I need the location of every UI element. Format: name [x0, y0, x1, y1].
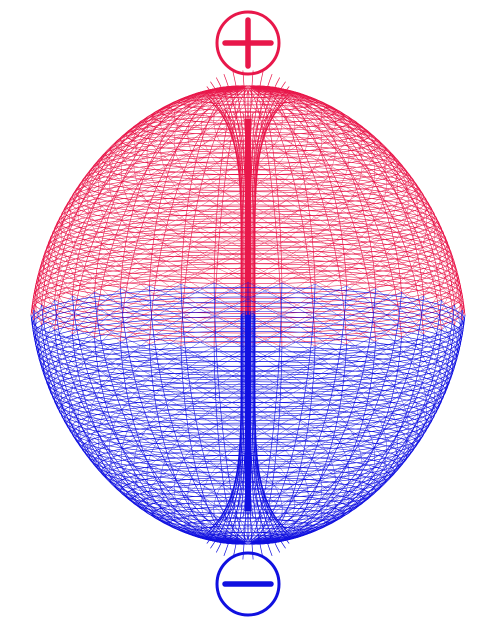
lobe-helix	[121, 285, 347, 544]
lobe-helix	[213, 87, 399, 284]
lobe-helix	[109, 283, 316, 544]
lobe-helix	[32, 87, 271, 310]
lobe-helix	[69, 87, 246, 285]
lobe-helix	[160, 295, 424, 544]
lobe-helix	[248, 291, 448, 545]
lobe-helix	[33, 87, 296, 321]
lobe-funnel	[223, 73, 245, 313]
lobe-helix	[48, 87, 248, 293]
lobe-helix	[251, 87, 419, 284]
lobe-helix	[149, 86, 375, 287]
lobe-helix	[61, 285, 247, 545]
lobe-helix	[225, 309, 464, 545]
lobe-helix	[32, 309, 271, 545]
lobe-funnel	[210, 81, 243, 314]
lobe-helix	[97, 87, 283, 284]
lobe-helix	[180, 86, 387, 285]
lobe-meridian	[94, 291, 246, 543]
lobe-helix	[200, 86, 463, 310]
lobe-helix	[41, 324, 309, 544]
lobe-helix	[94, 337, 350, 544]
lobe-meridian	[94, 87, 246, 339]
lobe-helix	[235, 304, 462, 545]
lobe-helix	[248, 87, 448, 293]
lobe-helix	[249, 288, 442, 545]
lobe-helix	[160, 86, 424, 297]
lobe-helix	[247, 87, 454, 297]
lobe-funnel	[223, 312, 245, 522]
lobe-meridian	[250, 291, 402, 543]
lobe-funnel	[215, 312, 244, 525]
lobe-helix	[54, 87, 247, 289]
lobe-helix	[180, 283, 387, 544]
lobe-helix	[42, 87, 249, 297]
lobe-funnel	[206, 86, 242, 315]
lobe-helix	[149, 285, 375, 544]
lobe-helix	[249, 87, 442, 289]
lobe-helix	[249, 285, 435, 545]
lobe-helix	[200, 309, 463, 543]
lobe-helix	[187, 304, 455, 543]
lobe-helix	[146, 86, 402, 293]
lobe-helix	[77, 87, 245, 284]
lobe-helix	[72, 333, 336, 544]
lobe-funnel	[251, 73, 273, 313]
lobe-funnel	[251, 312, 273, 522]
lobe-helix	[250, 87, 427, 285]
lobe-helix	[61, 87, 247, 287]
lobe-helix	[120, 288, 363, 544]
lobe-helix	[48, 291, 248, 545]
lobe-helix	[213, 282, 399, 544]
minus-sign-icon	[215, 551, 281, 617]
lobe-helix	[38, 87, 253, 301]
lobe-helix	[247, 282, 409, 544]
lobe-helix	[87, 87, 249, 283]
lobe-helix	[247, 295, 454, 545]
lobe-helix	[121, 86, 347, 287]
lobe-funnel	[210, 313, 243, 529]
positive-lobe	[30, 70, 466, 348]
lobe-helix	[235, 87, 462, 306]
lobe-funnel	[254, 314, 290, 534]
lobe-helix	[251, 282, 419, 544]
lobe-funnel	[206, 314, 242, 534]
lobe-helix	[120, 86, 363, 289]
lobe-helix	[30, 87, 283, 316]
lobe-helix	[250, 283, 427, 544]
lobe-helix	[41, 87, 309, 326]
lobe-funnel	[253, 313, 286, 529]
plus-sign-icon	[215, 10, 281, 76]
lobe-helix	[133, 288, 376, 544]
lobe-helix	[97, 282, 283, 544]
lobe-funnel	[253, 81, 286, 314]
lobe-funnel	[254, 86, 290, 315]
lobe-helix	[146, 291, 402, 544]
negative-lobe	[30, 282, 466, 560]
lobe-funnel	[215, 77, 244, 313]
lobe-helix	[247, 87, 409, 283]
lobe-meridian	[250, 87, 402, 339]
lobe-helix	[133, 86, 376, 289]
lobe-helix	[72, 86, 336, 335]
lobe-helix	[94, 86, 350, 339]
lobe-funnel	[252, 312, 281, 525]
lobe-helix	[249, 87, 435, 287]
lobe-helix	[34, 87, 261, 306]
lobe-helix	[225, 87, 464, 310]
lobe-helix	[243, 87, 458, 301]
lobe-helix	[109, 86, 316, 285]
lobe-funnel	[252, 77, 281, 313]
lobe-helix	[187, 86, 455, 306]
lobe-helix	[69, 283, 246, 544]
lobe-helix	[34, 304, 261, 545]
lobe-helix	[33, 320, 296, 544]
